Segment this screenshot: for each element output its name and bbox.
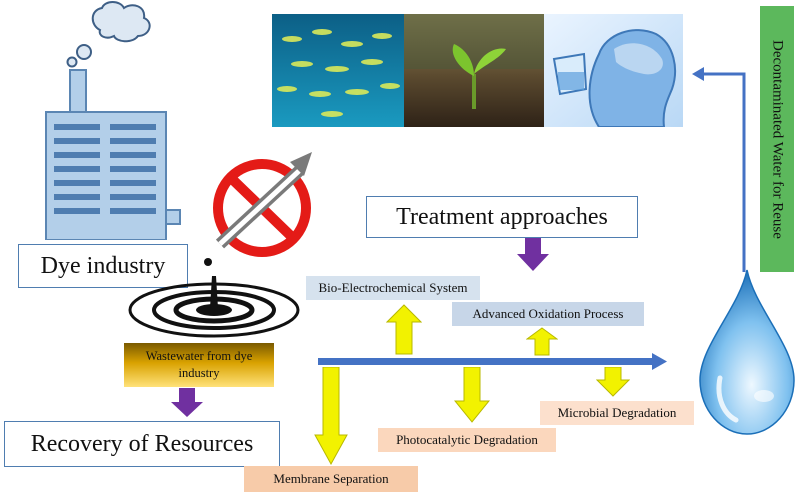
smoke-cloud-icon [66, 1, 151, 68]
reuse-photos [272, 14, 683, 127]
purple-arrow-recovery [171, 388, 203, 417]
arrow-down-membrane [314, 367, 348, 465]
drinking-photo [544, 14, 683, 127]
decontaminated-water-label: Decontaminated Water for Reuse [760, 6, 794, 272]
arrow-up-aop [526, 327, 558, 356]
bio-electrochemical-label: Bio-Electrochemical System [306, 276, 480, 300]
no-entry-icon [213, 152, 312, 257]
purple-arrow-treatment [517, 238, 549, 271]
dye-industry-label: Dye industry [18, 244, 188, 288]
main-flow-arrow [318, 353, 667, 370]
fish-photo [272, 14, 404, 127]
water-drop-icon [699, 269, 795, 435]
plant-photo [404, 14, 544, 127]
recovery-label: Recovery of Resources [4, 421, 280, 467]
membrane-separation-label: Membrane Separation [244, 466, 418, 492]
microbial-degradation-label: Microbial Degradation [540, 401, 694, 425]
arrow-up-bio [386, 304, 422, 355]
photocatalytic-degradation-label: Photocatalytic Degradation [378, 428, 556, 452]
wastewater-label: Wastewater from dye industry [124, 343, 274, 387]
wastewater-text: Wastewater from dye industry [145, 349, 253, 380]
decontaminated-water-text: Decontaminated Water for Reuse [769, 39, 786, 239]
factory-icon [45, 1, 181, 240]
water-splash-icon [128, 258, 300, 338]
arrow-down-photocatalytic [454, 367, 490, 423]
return-arrow [692, 67, 746, 272]
advanced-oxidation-label: Advanced Oxidation Process [452, 302, 644, 326]
arrow-down-microbial [596, 367, 630, 397]
treatment-approaches-label: Treatment approaches [366, 196, 638, 238]
